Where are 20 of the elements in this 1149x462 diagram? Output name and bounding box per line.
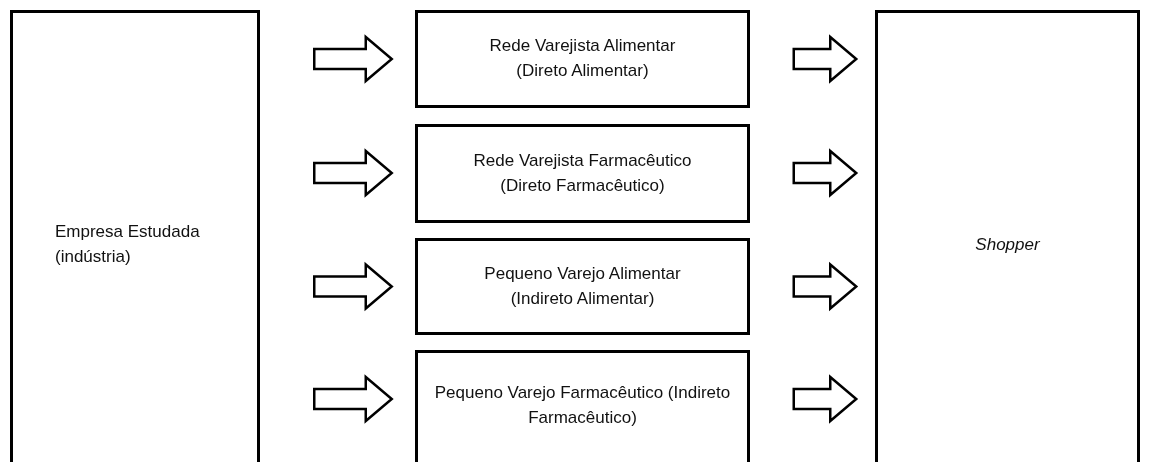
block-arrow: [313, 374, 394, 424]
block-arrow: [313, 261, 394, 312]
process-box: [875, 10, 1140, 462]
box-label: Empresa Estudada (indústria): [55, 221, 201, 268]
process-box: [415, 124, 750, 223]
block-arrow: [792, 374, 859, 424]
block-arrow: [792, 148, 859, 198]
block-arrow: [792, 261, 859, 312]
box-label: Shopper: [975, 233, 1040, 256]
process-box: [10, 10, 260, 462]
box-label: Rede Varejista Farmacêutico (Direto Farmacêutico): [472, 149, 693, 197]
process-box: [415, 10, 750, 108]
box-label: Pequeno Varejo Farmacêutico (Indireto Farmacêutico): [433, 382, 732, 429]
block-arrow: [792, 34, 859, 84]
process-box: [415, 350, 750, 462]
box-label: Pequeno Varejo Alimentar (Indireto Alimentar): [483, 262, 682, 310]
block-arrow: [313, 148, 394, 198]
block-arrow: [313, 34, 394, 84]
box-label: Rede Varejista Alimentar (Direto Alimentar): [488, 35, 677, 82]
process-box: [415, 238, 750, 335]
